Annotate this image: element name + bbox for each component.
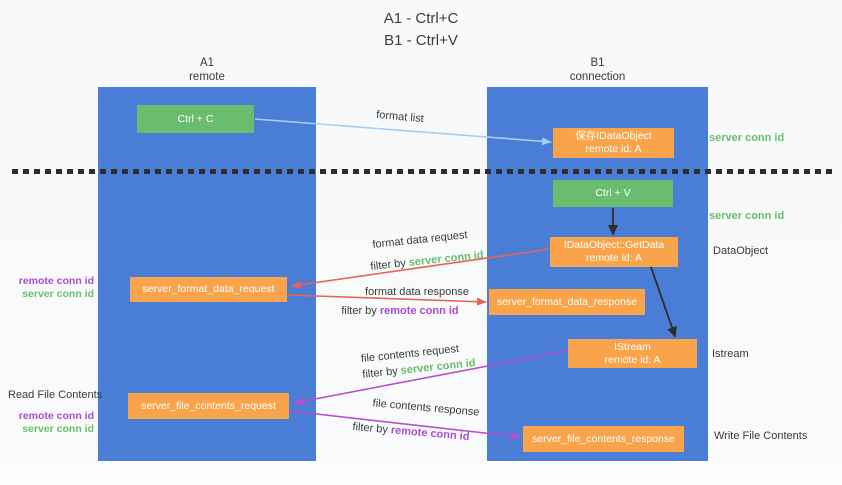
save-idataobject-box: 保存IDataObject remote id: A: [553, 128, 674, 158]
format-data-response-label: format data response: [365, 286, 469, 298]
server-format-data-response-label: server_format_data_response: [496, 295, 638, 308]
filter-by-text: filter by: [361, 365, 399, 381]
remote-conn-id-left-label-2: remote conn id: [18, 410, 94, 422]
ctrl-c-box: Ctrl + C: [137, 105, 254, 133]
ctrl-v-label: Ctrl + V: [595, 187, 631, 199]
conn-id-left-group-2: remote conn id server conn id: [10, 410, 94, 435]
istream-line2: remote id: A: [604, 353, 661, 366]
idataobject-getdata-box: IDataObject::GetData remote id: A: [550, 237, 678, 267]
write-file-contents-label: Write File Contents: [714, 430, 808, 442]
istream-line1: IStream: [614, 340, 651, 353]
filter-by-text: filter by: [369, 257, 407, 273]
server-conn-id-right-label-2: server conn id: [709, 210, 785, 222]
file-contents-response-label: file contents response: [372, 397, 480, 419]
server-format-data-response-box: server_format_data_response: [489, 289, 645, 315]
read-file-contents-label: Read File Contents: [8, 389, 103, 401]
ctrl-c-label: Ctrl + C: [177, 112, 214, 125]
column-header-b1: B1 connection: [487, 56, 708, 84]
istream-side-label: Istream: [712, 348, 749, 360]
format-data-request-label: format data request: [371, 229, 469, 251]
save-idataobject-line2: remote id: A: [585, 143, 642, 155]
phase-separator-dotted-line: [12, 169, 832, 174]
conn-id-left-group-1: remote conn id server conn id: [10, 275, 94, 300]
server-file-contents-request-box: server_file_contents_request: [128, 393, 289, 419]
remote-conn-id-text: remote conn id: [379, 305, 459, 317]
server-format-data-request-label: server_format_data_request: [142, 283, 275, 295]
column-a1-name: A1: [199, 57, 215, 69]
server-format-data-request-box: server_format_data_request: [130, 277, 287, 302]
server-conn-id-right-label-1: server conn id: [709, 132, 785, 144]
column-a1-subtitle: remote: [189, 71, 225, 83]
title-line-1: A1 - Ctrl+C: [383, 10, 459, 27]
filter-by-text: filter by: [352, 420, 389, 436]
server-file-contents-request-label: server_file_contents_request: [141, 399, 276, 412]
ctrl-v-box: Ctrl + V: [553, 180, 673, 207]
server-conn-id-left-label-2: server conn id: [22, 422, 94, 435]
remote-conn-id-left-label-1: remote conn id: [18, 275, 94, 287]
column-header-a1: A1 remote: [98, 56, 316, 84]
column-b1-name: B1: [590, 57, 605, 69]
dataobject-label: DataObject: [713, 245, 769, 257]
server-file-contents-response-label: server_file_contents_response: [531, 432, 675, 445]
diagram-title: A1 - Ctrl+C B1 - Ctrl+V: [0, 8, 842, 52]
format-list-label: format list: [375, 108, 425, 126]
istream-box: IStream remote id: A: [568, 339, 697, 368]
getdata-line1: IDataObject::GetData: [563, 239, 665, 251]
column-b1-subtitle: connection: [569, 71, 626, 83]
remote-conn-id-text: remote conn id: [390, 424, 470, 444]
title-line-2: B1 - Ctrl+V: [384, 32, 458, 49]
server-file-contents-response-box: server_file_contents_response: [523, 426, 684, 452]
server-conn-id-text: server conn id: [408, 249, 485, 269]
filter-by-text: filter by: [341, 305, 377, 317]
getdata-line2: remote id: A: [585, 252, 643, 264]
save-idataobject-line1: 保存IDataObject: [575, 130, 652, 142]
server-conn-id-left-label-1: server conn id: [22, 287, 94, 300]
server-conn-id-text: server conn id: [400, 357, 477, 377]
